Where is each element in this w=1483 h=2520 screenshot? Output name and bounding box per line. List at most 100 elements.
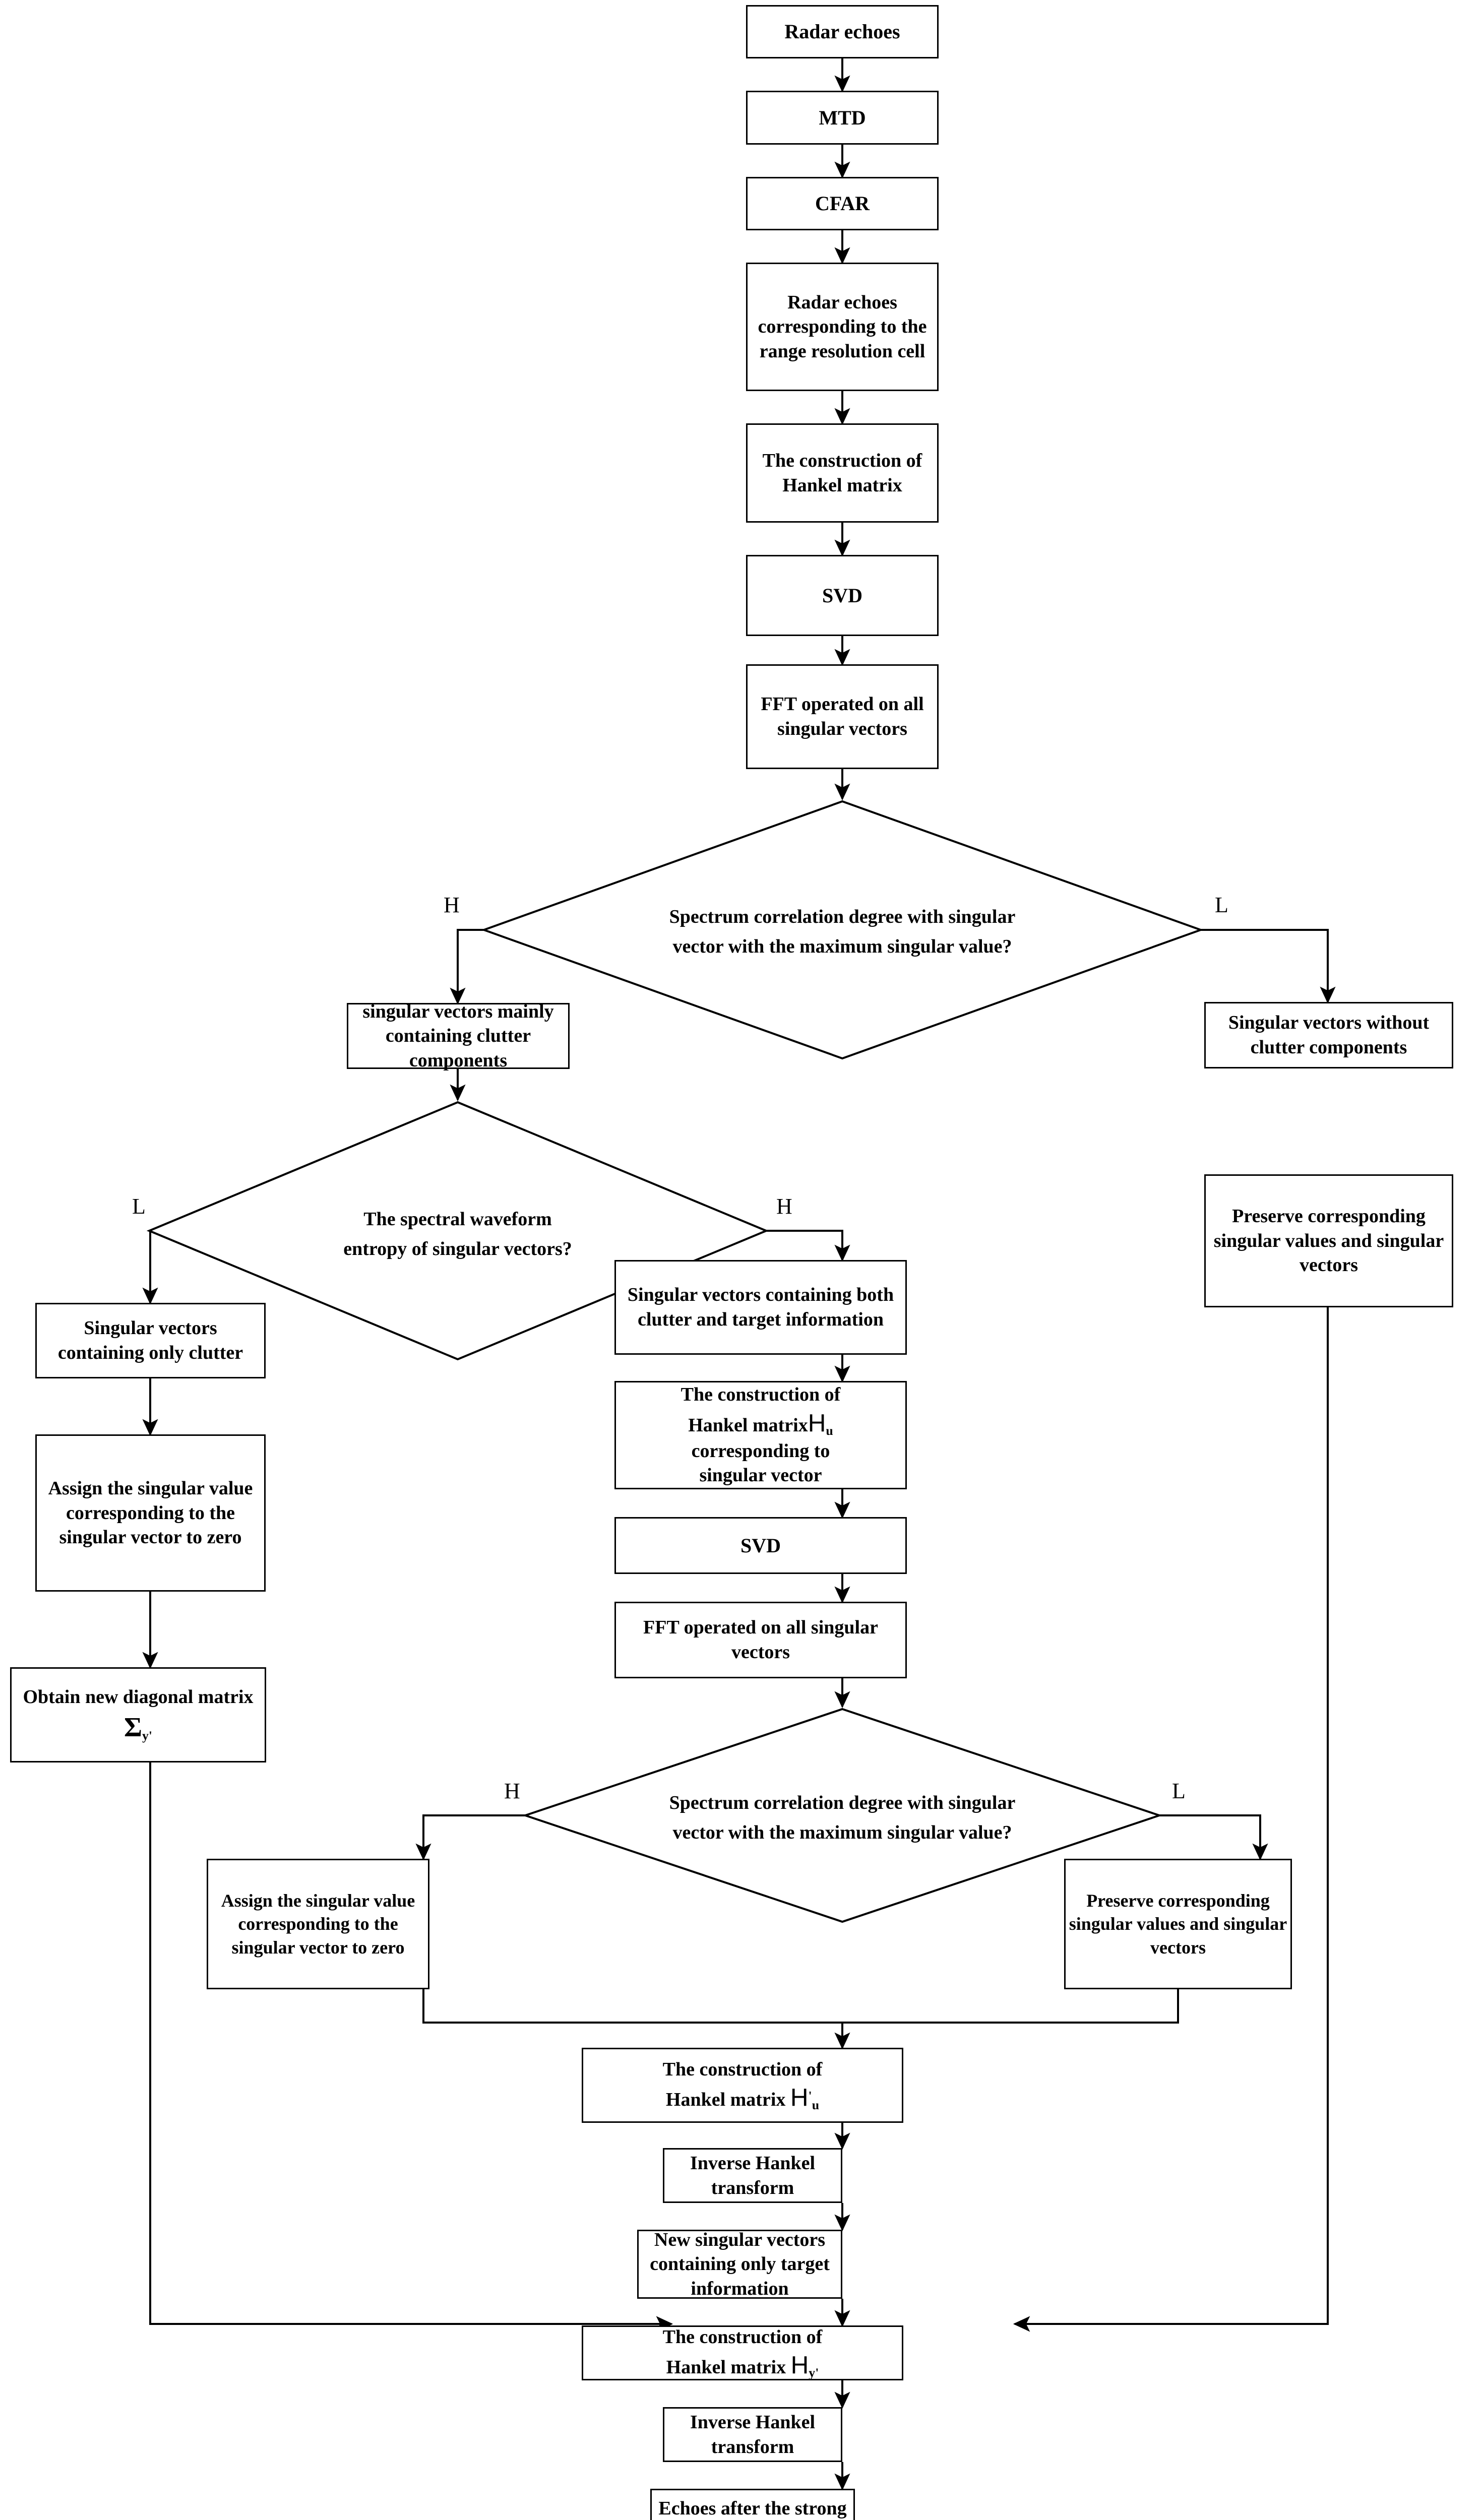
node-preserve-mid-label: Preserve corresponding singular values a… (1069, 1891, 1287, 1958)
node-fft-all-1-label: FFT operated on all singular vectors (761, 694, 924, 739)
node-hankel-hy-label: The construction of Hankel matrix Hy' (585, 2325, 900, 2381)
node-fft-all-2[interactable]: FFT operated on all singular vectors (614, 1602, 907, 1678)
node-inverse-hankel-2-label: Inverse Hankel transform (690, 2411, 816, 2458)
sigma-subscript: y' (142, 1728, 153, 1743)
node-radar-echoes-label: Radar echoes (784, 20, 900, 43)
node-sv-both-label: Singular vectors containing both clutter… (627, 1284, 894, 1330)
node-preserve-right-label: Preserve corresponding singular values a… (1213, 1206, 1444, 1276)
node-mtd-label: MTD (819, 106, 866, 129)
decision-2-line-2: entropy of singular vectors? (343, 1238, 572, 1259)
hankel-hy-line1: The construction of (662, 2326, 823, 2348)
edge-decision2-H (766, 1230, 850, 1262)
node-preserve-right[interactable]: Preserve corresponding singular values a… (1204, 1174, 1453, 1307)
edge-decision1-L (1201, 929, 1336, 1004)
node-sv-only-clutter-label: Singular vectors containing only clutter (57, 1317, 243, 1363)
hankel-huprime-superscript: ' (808, 2088, 812, 2103)
decision-1-H-label: H (444, 893, 460, 917)
hankel-hy-subscript: y' (809, 2365, 819, 2380)
edge-decision3-L (1159, 1814, 1268, 1861)
decision-3-line-2: vector with the maximum singular value? (672, 1821, 1012, 1843)
hankel-hu-line2-prefix: Hankel matrix (688, 1414, 808, 1436)
hankel-hu-subscript: u (826, 1423, 833, 1438)
node-echoes-after[interactable]: Echoes after the strong motion clutter s… (650, 2489, 855, 2520)
decision-2-line-1: The spectral waveform (363, 1209, 552, 1230)
node-inverse-hankel-2[interactable]: Inverse Hankel transform (663, 2407, 842, 2462)
decision-2-text: The spectral waveform entropy of singula… (343, 1205, 572, 1264)
edge-assignmid-merge (422, 1989, 850, 2050)
node-radar-echoes[interactable]: Radar echoes (746, 5, 939, 58)
edge-decision3-H (415, 1814, 525, 1861)
node-obtain-diagonal-matrix[interactable]: Obtain new diagonal matrix Σy' (10, 1667, 266, 1762)
decision-3-L-label: L (1172, 1779, 1186, 1803)
hankel-huprime-subscript: u (812, 2098, 820, 2113)
edge-obtain-to-hankelhy (149, 1762, 673, 2332)
hankel-huprime-line1: The construction of (662, 2058, 823, 2080)
node-preserve-mid[interactable]: Preserve corresponding singular values a… (1064, 1859, 1292, 1989)
node-assign-zero-mid[interactable]: Assign the singular value corresponding … (207, 1859, 429, 1989)
hankel-hu-symbol: H (808, 1409, 826, 1437)
node-assign-zero-left[interactable]: Assign the singular value corresponding … (35, 1434, 266, 1592)
node-svd-2[interactable]: SVD (614, 1517, 907, 1574)
node-fft-all-2-label: FFT operated on all singular vectors (643, 1617, 878, 1663)
node-hankel-hu[interactable]: The construction of Hankel matrixHu corr… (614, 1381, 907, 1489)
node-hankel-construction[interactable]: The construction of Hankel matrix (746, 423, 939, 523)
edge-preserveright-to-hankelhy (1013, 1307, 1329, 2332)
obtain-diag-prefix: Obtain new diagonal matrix (23, 1686, 254, 1708)
node-sv-no-clutter[interactable]: Singular vectors without clutter compone… (1204, 1002, 1453, 1068)
hankel-hu-line4: singular vector (699, 1465, 822, 1486)
decision-1-branch-H: H (444, 892, 460, 918)
node-hankel-hy[interactable]: The construction of Hankel matrix Hy' (582, 2325, 903, 2380)
node-svd-1[interactable]: SVD (746, 555, 939, 636)
decision-2-branch-L: L (132, 1193, 146, 1219)
decision-2-branch-H: H (776, 1193, 792, 1219)
node-new-sv-target[interactable]: New singular vectors containing only tar… (637, 2229, 842, 2299)
node-sv-no-clutter-label: Singular vectors without clutter compone… (1228, 1012, 1430, 1058)
decision-2-shape (146, 1101, 769, 1361)
node-assign-zero-left-label: Assign the singular value corresponding … (48, 1478, 253, 1548)
decision-3-line-1: Spectrum correlation degree with singula… (669, 1792, 1016, 1813)
hankel-hy-line2-prefix: Hankel matrix (666, 2357, 791, 2378)
node-obtain-diagonal-matrix-label: Obtain new diagonal matrix Σy' (14, 1685, 263, 1745)
node-hankel-hu-prime[interactable]: The construction of Hankel matrix H'u (582, 2048, 903, 2123)
hankel-hu-line1: The construction of (681, 1383, 841, 1405)
node-hankel-hu-prime-label: The construction of Hankel matrix H'u (585, 2057, 900, 2114)
hankel-hu-line3: corresponding to (691, 1440, 830, 1462)
decision-1-shape (481, 800, 1204, 1060)
node-cfar[interactable]: CFAR (746, 177, 939, 230)
edge-preservemid-merge (842, 1989, 1179, 2024)
node-radar-echoes-cell-label: Radar echoes corresponding to the range … (758, 291, 927, 362)
decision-3-branch-H: H (504, 1778, 520, 1804)
decision-1-L-label: L (1215, 893, 1228, 917)
node-echoes-after-label: Echoes after the strong motion clutter s… (658, 2497, 847, 2519)
node-inverse-hankel-1-label: Inverse Hankel transform (690, 2152, 816, 2198)
decision-1-text: Spectrum correlation degree with singula… (669, 902, 1016, 962)
node-inverse-hankel-1[interactable]: Inverse Hankel transform (663, 2148, 842, 2203)
decision-3-H-label: H (504, 1779, 520, 1803)
decision-3-branch-L: L (1172, 1778, 1186, 1804)
node-cfar-label: CFAR (815, 192, 870, 215)
node-assign-zero-mid-label: Assign the singular value corresponding … (221, 1891, 415, 1958)
node-mtd[interactable]: MTD (746, 91, 939, 145)
node-new-sv-target-label: New singular vectors containing only tar… (650, 2229, 830, 2299)
edge-decision1-H (450, 929, 484, 1005)
hankel-hy-symbol: H (790, 2351, 809, 2379)
node-hankel-hu-label: The construction of Hankel matrixHu corr… (618, 1382, 903, 1488)
decision-3-text: Spectrum correlation degree with singula… (669, 1788, 1016, 1848)
decision-2-L-label: L (132, 1194, 146, 1219)
sigma-symbol: Σ (123, 1711, 142, 1742)
node-sv-clutter-main-label: singular vectors mainly containing clutt… (362, 1000, 554, 1071)
node-sv-only-clutter[interactable]: Singular vectors containing only clutter (35, 1303, 266, 1378)
decision-1-line-2: vector with the maximum singular value? (672, 935, 1012, 957)
node-fft-all-1[interactable]: FFT operated on all singular vectors (746, 664, 939, 769)
node-radar-echoes-cell[interactable]: Radar echoes corresponding to the range … (746, 263, 939, 391)
decision-2-H-label: H (776, 1194, 792, 1219)
node-sv-clutter-main[interactable]: singular vectors mainly containing clutt… (347, 1001, 570, 1071)
node-svd-1-label: SVD (822, 584, 863, 607)
node-svd-2-label: SVD (740, 1534, 781, 1557)
decision-1-line-1: Spectrum correlation degree with singula… (669, 906, 1016, 927)
node-sv-both[interactable]: Singular vectors containing both clutter… (614, 1260, 907, 1355)
hankel-huprime-symbol: H (790, 2084, 809, 2112)
decision-1-branch-L: L (1215, 892, 1228, 918)
